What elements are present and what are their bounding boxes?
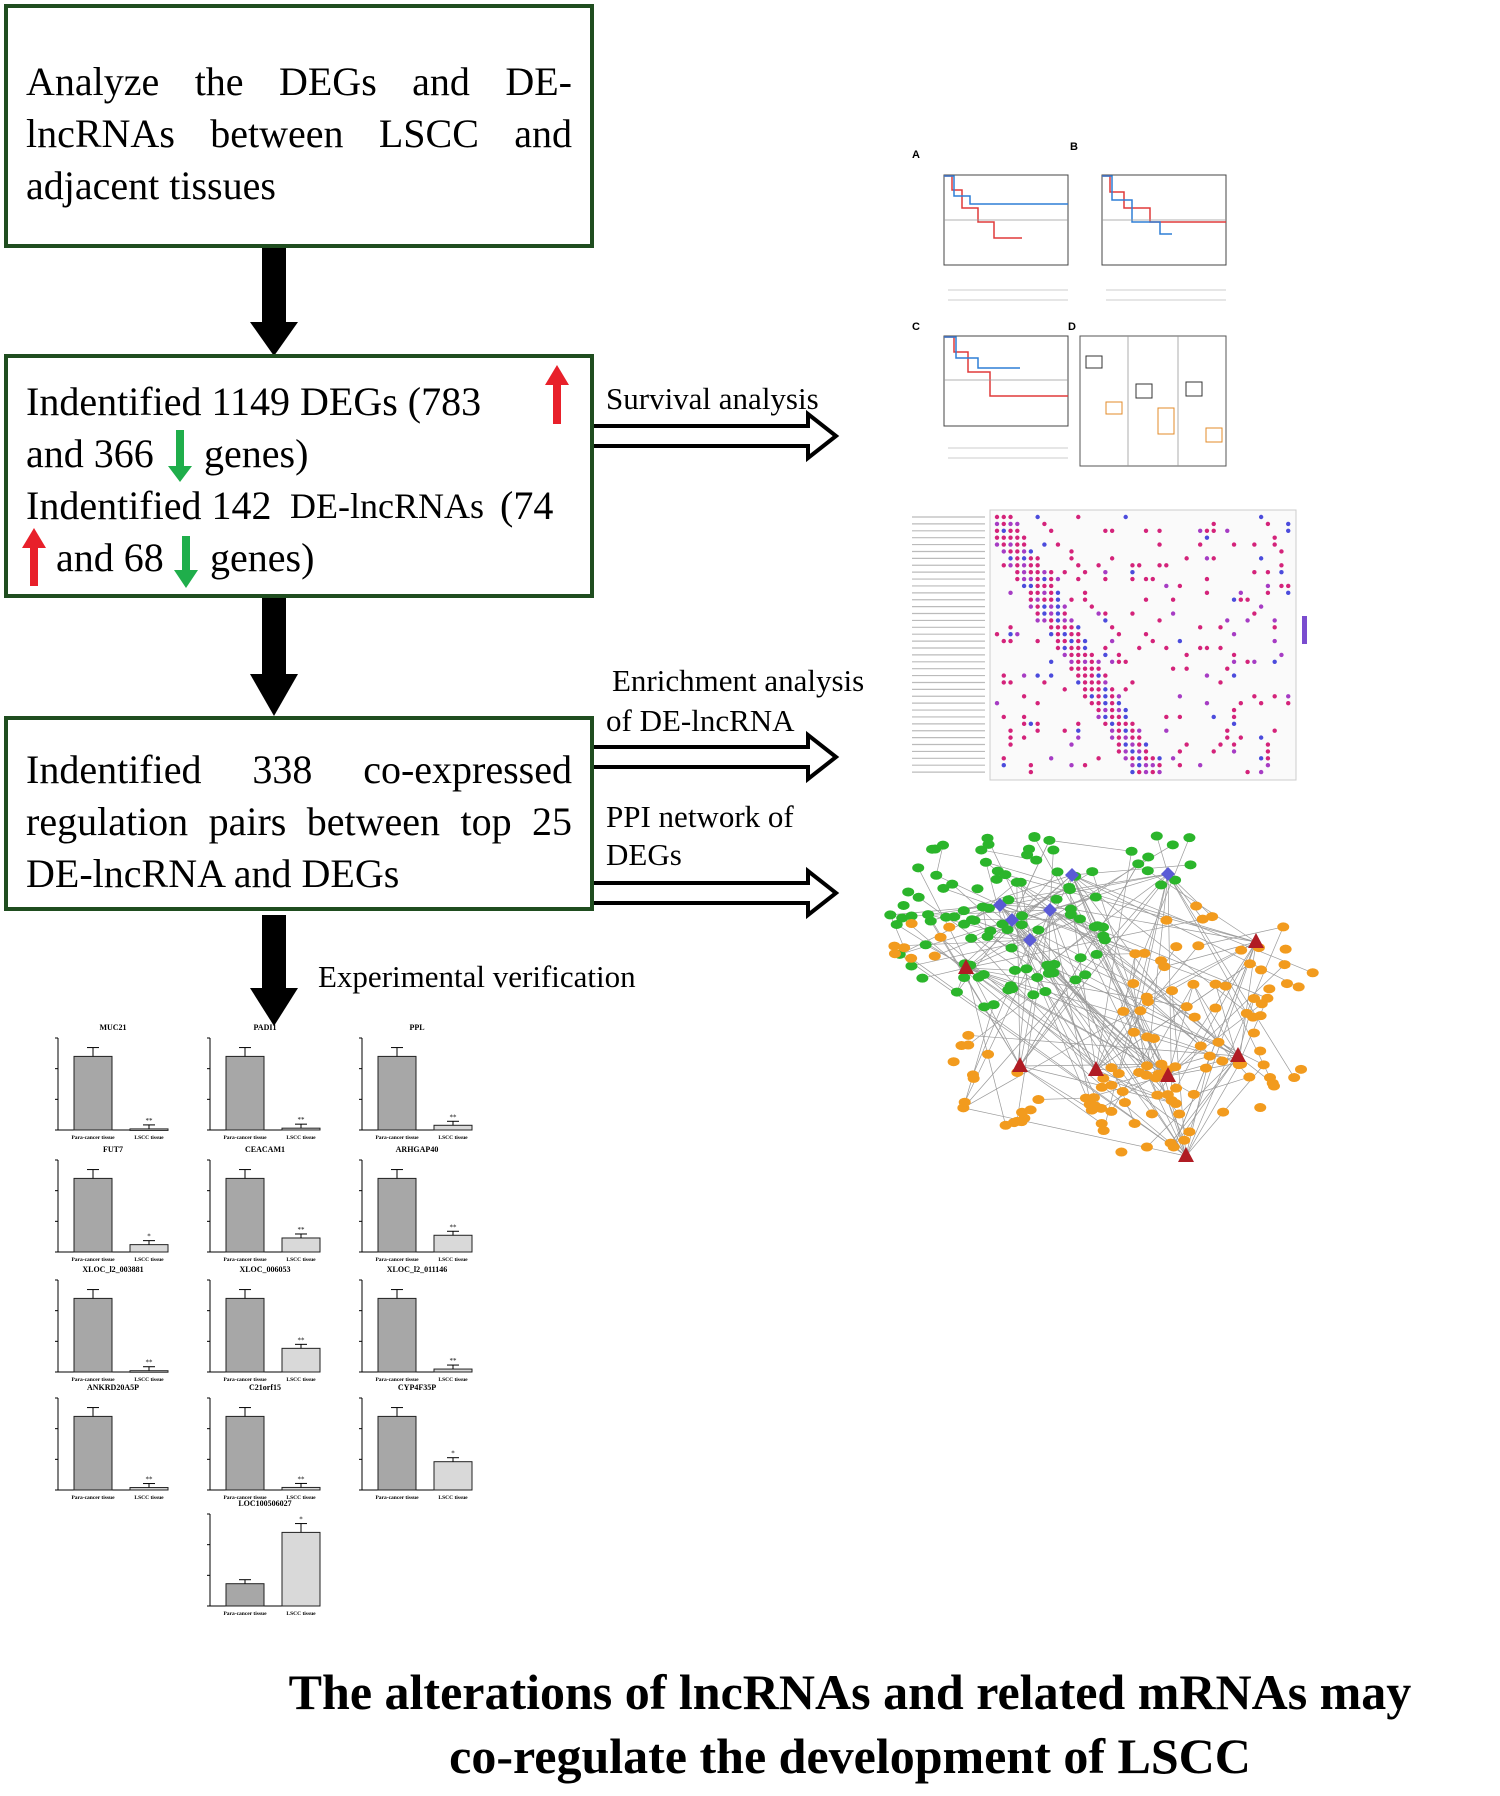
ppi-label-1: PPI network of [606, 799, 794, 834]
degs-line-2b: genes) [204, 431, 309, 476]
degs-line-1: Indentified 1149 DEGs (783 [26, 379, 482, 424]
survival-analysis-label: Survival analysis [606, 381, 819, 416]
degs-line-3a: Indentified 142 [26, 483, 272, 528]
degs-line-3c: (74 [500, 483, 554, 528]
down-arrow-1 [250, 248, 298, 356]
experimental-verification-label: Experimental verification [318, 959, 636, 994]
enrichment-label-2: of DE-lncRNA [606, 703, 795, 738]
enrichment-label-1: Enrichment analysis [612, 663, 865, 698]
degs-line-4b: genes) [210, 535, 315, 580]
analysis-box: Analyze the DEGs and DE- lncRNAs between… [4, 4, 594, 248]
down-arrow-2 [250, 598, 298, 716]
down-arrow-3 [250, 915, 298, 1026]
analysis-line-1: Analyze the DEGs and DE- [26, 59, 572, 104]
coexpression-line-1: Indentified 338 co-expressed [26, 747, 572, 792]
degs-line-4a: and 68 [56, 535, 164, 580]
ppi-hollow-arrow [592, 866, 840, 920]
conclusion-line-1: The alterations of lncRNAs and related m… [288, 1664, 1412, 1720]
ppi-label-2: DEGs [606, 837, 682, 872]
coexpression-box: Indentified 338 co-expressed regulation … [4, 716, 594, 911]
enrichment-hollow-arrow [592, 730, 840, 784]
analysis-line-2: lncRNAs between LSCC and [26, 111, 572, 156]
coexpression-line-3: DE-lncRNA and DEGs [26, 851, 400, 896]
degs-line-3b: DE-lncRNAs [290, 486, 484, 526]
identified-degs-box: Indentified 1149 DEGs (783 and 366 genes… [4, 354, 594, 598]
coexpression-line-2: regulation pairs between top 25 [26, 799, 572, 844]
conclusion-line-2: co-regulate the development of LSCC [449, 1728, 1251, 1784]
survival-hollow-arrow [592, 409, 840, 463]
degs-line-2a: and 366 [26, 431, 154, 476]
analysis-line-3: adjacent tissues [26, 163, 276, 208]
